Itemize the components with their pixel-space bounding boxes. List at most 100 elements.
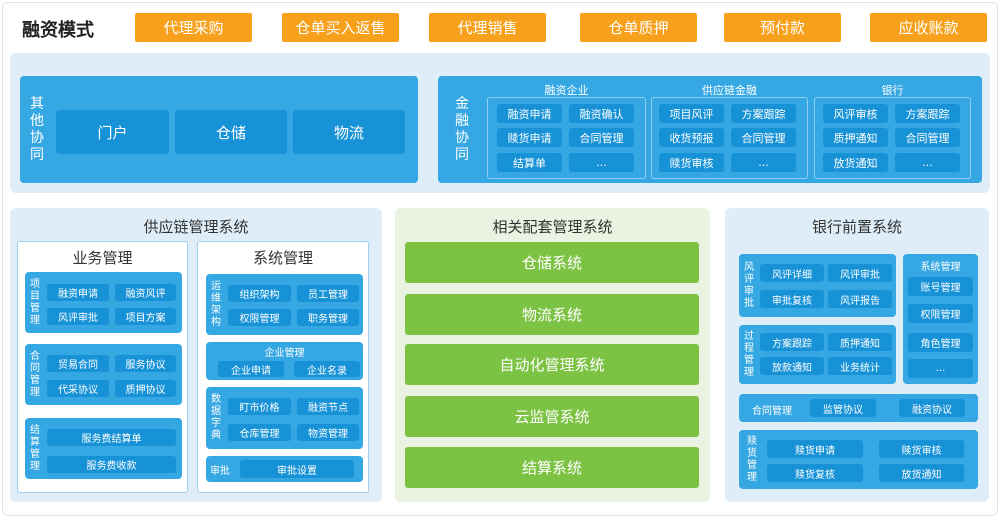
sys-item: 员工管理 xyxy=(297,285,359,302)
sys-item: 物资管理 xyxy=(297,424,359,441)
bank-block-label-text: 赎货管理 xyxy=(747,435,757,483)
finance-item: 方案跟踪 xyxy=(895,104,960,123)
sys-item: 仓库管理 xyxy=(228,424,291,441)
finance-item: ... xyxy=(895,153,960,172)
bank-block-label: 过程管理 xyxy=(740,329,758,380)
support-item: 云监管系统 xyxy=(405,396,699,437)
biz-item: 项目方案 xyxy=(115,308,176,325)
finance-item: ... xyxy=(569,153,634,172)
finance-group-title: 银行 xyxy=(881,84,904,97)
finance-group-title: 供应链金融 xyxy=(702,84,757,97)
finance-collab-label: 金融协同 xyxy=(449,86,475,174)
support-title: 相关配套管理系统 xyxy=(492,218,613,236)
sys-item: 盯市价格 xyxy=(228,398,291,415)
sys-block-label: 运维架构 xyxy=(207,278,225,331)
finance-item: 合同管理 xyxy=(731,128,796,147)
bank-item: 账号管理 xyxy=(908,277,973,296)
biz-item: 风评审批 xyxy=(47,308,109,325)
biz-item: 代采协议 xyxy=(47,380,109,397)
finance-item: 结算单 xyxy=(497,153,562,172)
bank-contract-label: 合同管理 xyxy=(752,406,792,417)
scm-title: 供应链管理系统 xyxy=(143,218,249,236)
mode-box: 预付款 xyxy=(724,13,841,42)
finance-group-title: 融资企业 xyxy=(544,84,589,97)
biz-item: 服务费结算单 xyxy=(47,429,176,446)
biz-item: 融资风评 xyxy=(115,284,176,301)
bank-sys-label: 系统管理 xyxy=(920,262,961,273)
mode-box: 代理采购 xyxy=(135,13,252,42)
bank-item: 方案跟踪 xyxy=(760,333,824,351)
page-title: 融资模式 xyxy=(22,20,94,41)
bank-item: 监管协议 xyxy=(810,399,876,417)
biz-block-label: 合同管理 xyxy=(26,348,44,401)
finance-item: 融资申请 xyxy=(497,104,562,123)
sys-block-label-text: 运维架构 xyxy=(211,280,221,328)
bank-item: 审批复核 xyxy=(760,290,824,308)
biz-item: 贸易合同 xyxy=(47,355,109,372)
sys-item: 权限管理 xyxy=(228,309,291,326)
finance-item: 融资确认 xyxy=(569,104,634,123)
biz-item: 融资申请 xyxy=(47,284,109,301)
other-collab-label-text: 其他协同 xyxy=(30,96,44,163)
business-mgmt-title: 业务管理 xyxy=(72,249,133,267)
sys-item: 企业申请 xyxy=(218,361,284,377)
other-item: 仓储 xyxy=(175,110,287,154)
sys-item: 审批设置 xyxy=(240,460,354,478)
approval-label: 审批 xyxy=(210,466,230,477)
finance-item: 放货通知 xyxy=(823,153,888,172)
biz-block-label: 项目管理 xyxy=(26,276,44,329)
enterprise-label: 企业管理 xyxy=(264,348,305,359)
bank-item: 放款通知 xyxy=(760,357,824,375)
sys-block-label: 数据字典 xyxy=(207,391,225,445)
mode-box: 应收账款 xyxy=(870,13,987,42)
sys-item: 融资节点 xyxy=(297,398,359,415)
finance-item: 赎货审核 xyxy=(659,153,724,172)
biz-block-label-text: 结算管理 xyxy=(30,424,40,472)
mode-box: 仓单买入返售 xyxy=(282,13,399,42)
bank-item: 质押通知 xyxy=(828,333,892,351)
finance-item: 风评审核 xyxy=(823,104,888,123)
bank-item: 赎货审核 xyxy=(879,440,964,458)
biz-block-label-text: 合同管理 xyxy=(30,350,40,398)
biz-block-label-text: 项目管理 xyxy=(30,278,40,326)
bank-block-label-text: 风评审批 xyxy=(744,262,754,309)
finance-group xyxy=(487,97,646,179)
bank-title: 银行前置系统 xyxy=(811,218,902,236)
bank-item: 风评报告 xyxy=(828,290,892,308)
finance-item: 质押通知 xyxy=(823,128,888,147)
mode-box: 代理销售 xyxy=(429,13,546,42)
bank-item: 风评审批 xyxy=(828,264,892,282)
finance-item: 合同管理 xyxy=(895,128,960,147)
bank-item: 角色管理 xyxy=(908,333,973,352)
finance-item: 方案跟踪 xyxy=(731,104,796,123)
bank-block-label: 赎货管理 xyxy=(740,434,764,485)
system-mgmt-title: 系统管理 xyxy=(252,249,313,267)
bank-item: 赎货申请 xyxy=(767,440,863,458)
bank-block-label: 风评审批 xyxy=(740,259,758,313)
finance-item: 项目风评 xyxy=(659,104,724,123)
biz-item: 服务协议 xyxy=(115,355,176,372)
mode-box: 仓单质押 xyxy=(580,13,697,42)
finance-item: 合同管理 xyxy=(569,128,634,147)
bank-block-label-text: 过程管理 xyxy=(744,330,754,378)
support-item: 自动化管理系统 xyxy=(405,344,699,385)
bank-item: 权限管理 xyxy=(908,304,973,323)
finance-collab-label-text: 金融协同 xyxy=(455,96,469,163)
support-item: 物流系统 xyxy=(405,294,699,335)
bank-item: ... xyxy=(908,359,973,378)
other-collab-label: 其他协同 xyxy=(24,86,50,174)
biz-item: 质押协议 xyxy=(115,380,176,397)
finance-item: 收货预报 xyxy=(659,128,724,147)
bank-item: 融资协议 xyxy=(899,399,965,417)
finance-group xyxy=(814,97,971,179)
sys-item: 组织架构 xyxy=(228,285,291,302)
bank-item: 赎货复核 xyxy=(767,464,863,482)
other-item: 物流 xyxy=(293,110,405,154)
biz-block-label: 结算管理 xyxy=(26,422,44,475)
sys-block-label-text: 数据字典 xyxy=(211,394,221,441)
bank-item: 放货通知 xyxy=(879,464,964,482)
other-item: 门户 xyxy=(56,110,169,154)
finance-item: ... xyxy=(731,153,796,172)
sys-item: 企业名录 xyxy=(294,361,360,377)
